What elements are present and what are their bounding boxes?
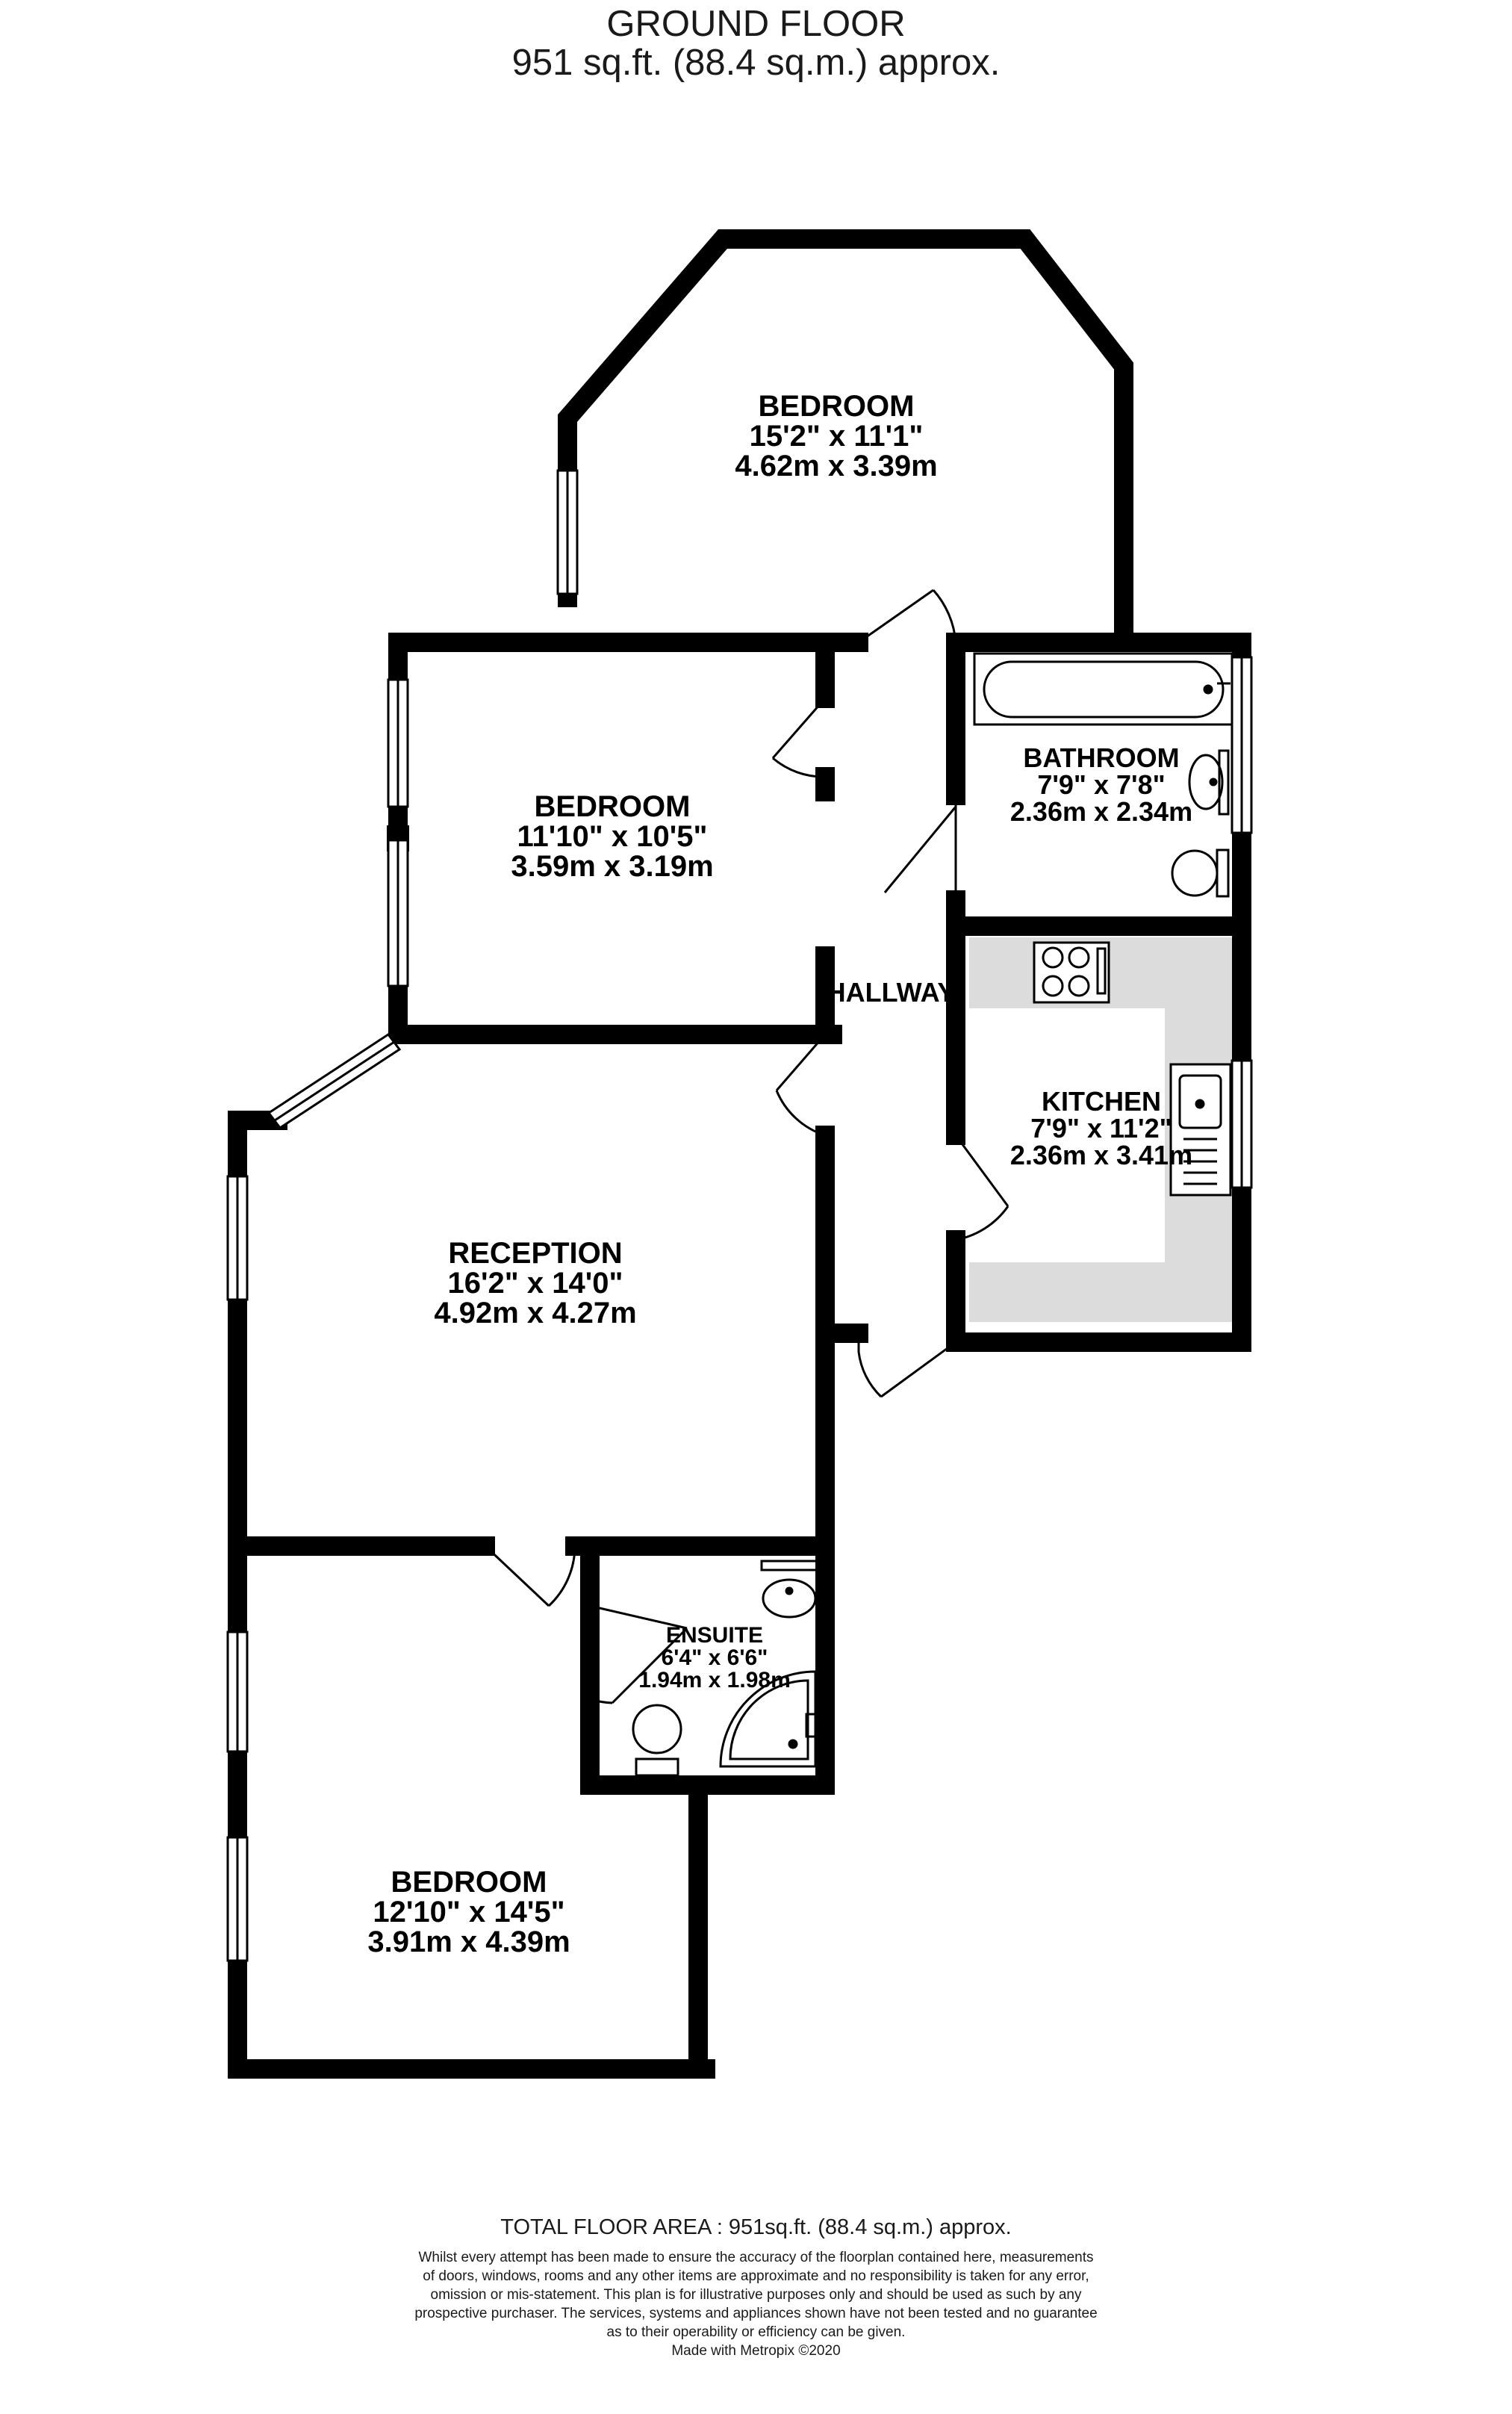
basin-icon bbox=[1188, 749, 1230, 816]
room-kitchen-label: KITCHEN 7'9" x 11'2" 2.36m x 3.41m bbox=[1010, 1088, 1192, 1169]
disclaimer-line: omission or mis-statement. This plan is … bbox=[430, 2287, 1082, 2303]
room-imperial: 11'10" x 10'5" bbox=[517, 820, 708, 853]
room-name: KITCHEN bbox=[1042, 1086, 1161, 1117]
room-ensuite-label: ENSUITE 6'4" x 6'6" 1.94m x 1.98m bbox=[638, 1625, 790, 1692]
room-name: RECEPTION bbox=[448, 1237, 623, 1270]
room-metric: 4.62m x 3.39m bbox=[735, 450, 938, 483]
room-name: BEDROOM bbox=[758, 390, 915, 423]
reception-bay-window bbox=[267, 1032, 402, 1130]
room-metric: 4.92m x 4.27m bbox=[434, 1297, 637, 1329]
disclaimer: Whilst every attempt has been made to en… bbox=[0, 2248, 1512, 2360]
room-bedroom-bottom-label: BEDROOM 12'10" x 14'5" 3.91m x 4.39m bbox=[367, 1867, 570, 1957]
kitchen-counter bbox=[969, 937, 1242, 1322]
total-floor-area: TOTAL FLOOR AREA : 951sq.ft. (88.4 sq.m.… bbox=[500, 2215, 1012, 2239]
toilet-icon bbox=[1171, 848, 1230, 898]
disclaimer-line: Whilst every attempt has been made to en… bbox=[418, 2250, 1094, 2265]
ensuite-basin-icon bbox=[760, 1560, 819, 1619]
room-hallway-label: HALLWAY bbox=[827, 979, 956, 1006]
room-bedroom-top-label: BEDROOM 15'2" x 11'1" 4.62m x 3.39m bbox=[735, 391, 937, 481]
room-metric: 2.36m x 2.34m bbox=[1009, 796, 1193, 827]
room-bathroom-label: BATHROOM 7'9" x 7'8" 2.36m x 2.34m bbox=[1010, 745, 1192, 825]
ensuite-toilet-icon bbox=[632, 1704, 682, 1777]
room-name: BEDROOM bbox=[391, 1866, 547, 1899]
room-name: ENSUITE bbox=[665, 1623, 764, 1648]
room-imperial: 7'9" x 7'8" bbox=[1037, 769, 1166, 800]
hob-icon bbox=[1033, 941, 1110, 1004]
windows bbox=[226, 469, 1253, 1962]
room-metric: 2.36m x 3.41m bbox=[1009, 1140, 1193, 1170]
doors bbox=[484, 589, 1009, 1704]
disclaimer-line: prospective purchaser. The services, sys… bbox=[414, 2306, 1098, 2321]
floor-title: GROUND FLOOR bbox=[606, 4, 906, 44]
sink-icon bbox=[1169, 1063, 1232, 1197]
floor-area: 951 sq.ft. (88.4 sq.m.) approx. bbox=[511, 43, 1001, 83]
room-metric: 1.94m x 1.98m bbox=[638, 1668, 791, 1692]
disclaimer-line: as to their operability or efficiency ca… bbox=[606, 2324, 906, 2340]
shower-icon bbox=[719, 1670, 817, 1768]
room-imperial: 7'9" x 11'2" bbox=[1030, 1113, 1172, 1144]
room-name: BATHROOM bbox=[1023, 742, 1180, 773]
room-imperial: 12'10" x 14'5" bbox=[373, 1896, 565, 1929]
metropix-credit: Made with Metropix ©2020 bbox=[671, 2343, 841, 2359]
room-imperial: 15'2" x 11'1" bbox=[749, 420, 924, 453]
room-metric: 3.59m x 3.19m bbox=[511, 850, 714, 883]
room-reception-label: RECEPTION 16'2" x 14'0" 4.92m x 4.27m bbox=[434, 1238, 636, 1328]
room-name: HALLWAY bbox=[826, 977, 956, 1008]
bath-icon bbox=[973, 652, 1233, 726]
room-name: BEDROOM bbox=[534, 790, 691, 823]
room-imperial: 16'2" x 14'0" bbox=[447, 1267, 623, 1300]
disclaimer-line: of doors, windows, rooms and any other i… bbox=[423, 2268, 1089, 2284]
room-bedroom-left-label: BEDROOM 11'10" x 10'5" 3.59m x 3.19m bbox=[511, 792, 713, 881]
room-imperial: 6'4" x 6'6" bbox=[661, 1645, 768, 1670]
room-metric: 3.91m x 4.39m bbox=[367, 1926, 570, 1958]
